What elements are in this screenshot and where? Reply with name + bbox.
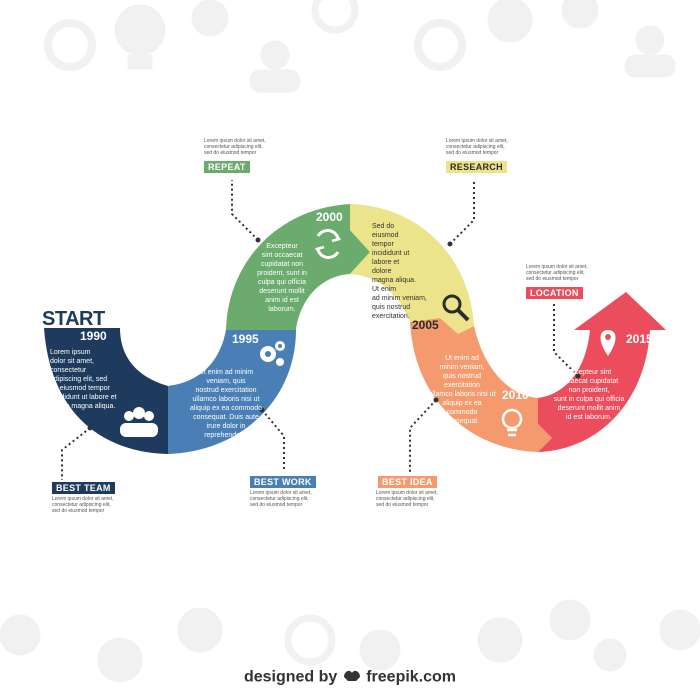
connector-location — [553, 302, 579, 377]
tag-location: LOCATION — [526, 287, 583, 299]
note-location: Lorem ipsum dolor sit amet, consectetur … — [526, 264, 588, 282]
refresh-icon — [414, 19, 466, 71]
segment-text-1995: Ut enim ad minim veniam, quis nostrud ex… — [190, 369, 262, 439]
connector-dot — [447, 241, 453, 247]
note-best-team: Lorem ipsum dolor sit amet, consectetur … — [52, 496, 114, 514]
connector-dot — [87, 425, 93, 431]
connector-best-work — [261, 409, 285, 472]
segment-2010 — [410, 318, 552, 452]
connector-dot — [259, 407, 265, 413]
people-icon — [249, 40, 301, 93]
footer-prefix: designed by — [243, 668, 338, 686]
connector-dot — [255, 237, 261, 243]
footer-brand: freepik.com — [366, 668, 457, 686]
lightbulb-icon — [114, 4, 166, 70]
location-pin-icon — [0, 614, 41, 656]
tag-best-team: BEST TEAM — [52, 482, 115, 494]
magnifier-icon — [311, 0, 359, 34]
gear-icon — [549, 599, 627, 672]
gear-icon — [561, 0, 599, 29]
note-research: Lorem ipsum dolor sit amet, consectetur … — [446, 138, 508, 156]
segment-text-1990: Lorem ipsum dolor sit amet, consectetur … — [50, 349, 117, 410]
footer-credit: designed by freepik.com — [0, 667, 700, 688]
segment-text-2005: Sed do eiusmod tempor incididunt ut labo… — [372, 223, 427, 320]
year-2010: 2010 — [502, 388, 529, 402]
tag-repeat: REPEAT — [204, 161, 250, 173]
connector-dot — [433, 397, 439, 403]
bulb-icon — [501, 408, 523, 437]
gears-icon — [260, 341, 285, 366]
year-1995: 1995 — [232, 332, 259, 346]
connector-dot — [575, 373, 581, 379]
repeat-icon — [314, 229, 342, 259]
freepik-logo-icon — [342, 667, 362, 688]
location-icon — [600, 330, 616, 356]
start-title: START — [42, 308, 105, 330]
connector-best-team — [61, 427, 91, 480]
segment-2000 — [226, 204, 370, 330]
gear-icon — [191, 0, 229, 37]
connector-repeat — [231, 180, 259, 241]
team-icon — [120, 407, 158, 437]
lightbulb-icon — [477, 617, 523, 663]
note-repeat: Lorem ipsum dolor sit amet, consectetur … — [204, 138, 266, 156]
year-2000: 2000 — [316, 210, 343, 224]
location-pin-icon — [659, 609, 700, 651]
lightbulb-icon — [487, 0, 533, 43]
gear-icon — [177, 607, 223, 653]
people-icon — [624, 25, 676, 78]
segment-1990 — [44, 328, 168, 454]
search-icon — [442, 294, 470, 322]
note-best-idea: Lorem ipsum dolor sit amet, consectetur … — [376, 490, 438, 508]
year-2005: 2005 — [412, 318, 439, 332]
connector-research — [449, 180, 475, 245]
magnifier-icon — [284, 614, 336, 666]
segment-2015 — [538, 292, 666, 452]
segment-text-2010: Ut enim ad minim veniam, quis nostrud ex… — [428, 355, 496, 425]
note-best-work: Lorem ipsum dolor sit amet, consectetur … — [250, 490, 312, 508]
refresh-icon — [44, 19, 96, 71]
tag-research: RESEARCH — [446, 161, 507, 173]
year-2015: 2015 — [626, 332, 653, 346]
segment-text-2015: Excepteur sint occaecat cupidatat non pr… — [553, 369, 625, 421]
gear-icon — [359, 629, 401, 671]
lightbulb-icon — [97, 637, 143, 683]
segment-text-2000: Excepteur sint occaecat cupidatat non pr… — [257, 243, 307, 313]
tag-best-work: BEST WORK — [250, 476, 316, 488]
year-1990: 1990 — [80, 329, 107, 343]
tag-best-idea: BEST IDEA — [378, 476, 437, 488]
